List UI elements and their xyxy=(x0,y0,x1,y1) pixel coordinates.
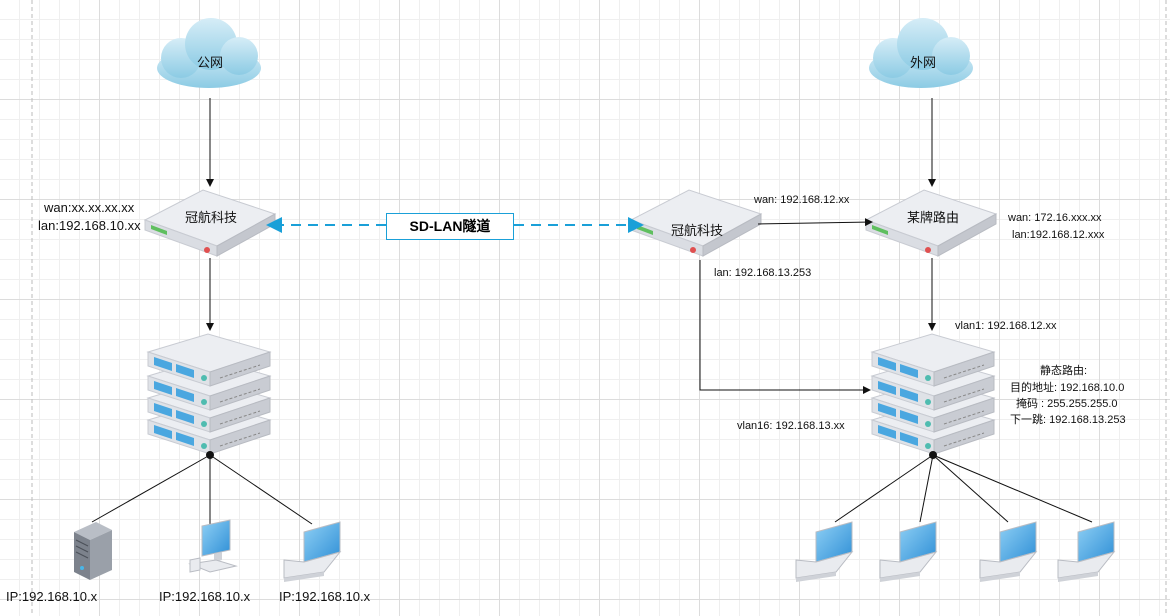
client-ip-label: IP:192.168.10.x xyxy=(6,589,98,604)
static-route-title: 静态路由: xyxy=(1040,365,1088,377)
link-middle-router-vlan16 xyxy=(699,260,871,394)
link-switch-right-client-1 xyxy=(834,454,934,523)
server-tower-icon xyxy=(74,522,112,580)
vlan1-label: vlan1: 192.168.12.xx xyxy=(955,320,1057,332)
sd-lan-tunnel-label: SD-LAN隧道 xyxy=(386,213,514,240)
router-left-wan: wan:xx.xx.xx.xx xyxy=(44,200,135,215)
laptop-icon xyxy=(795,521,853,583)
laptop-icon xyxy=(979,521,1037,583)
laptop-icon xyxy=(1057,521,1115,583)
cloud-external-label: 外网 xyxy=(910,55,937,70)
client-ip-label: IP:192.168.10.x xyxy=(279,589,371,604)
switch-left-port-dot xyxy=(206,451,214,459)
link-switch-right-client-3 xyxy=(932,454,1009,523)
static-route-next-hop: 下一跳: 192.168.13.253 xyxy=(1010,414,1126,426)
laptop-icon xyxy=(283,521,341,583)
router-middle-lan: lan: 192.168.13.253 xyxy=(714,267,812,279)
link-switch-client-1 xyxy=(91,454,211,523)
switch-right-port-dot xyxy=(929,451,937,459)
laptop-icon xyxy=(879,521,937,583)
router-right-label: 某牌路由 xyxy=(907,210,960,225)
client-ip-label: IP:192.168.10.x xyxy=(159,589,251,604)
router-right-lan: lan:192.168.12.xxx xyxy=(1012,229,1105,241)
router-middle-label: 冠航科技 xyxy=(671,223,724,238)
desktop-icon xyxy=(188,519,238,573)
router-left-label: 冠航科技 xyxy=(185,210,238,225)
router-middle-wan: wan: 192.168.12.xx xyxy=(754,194,850,206)
static-route-mask: 掩码 : 255.255.255.0 xyxy=(1016,398,1118,410)
link-switch-right-client-4 xyxy=(932,454,1093,523)
router-right-wan: wan: 172.16.xxx.xx xyxy=(1008,212,1102,224)
switch-right-icon xyxy=(871,333,995,455)
vlan16-label: vlan16: 192.168.13.xx xyxy=(737,420,845,432)
switch-left-icon xyxy=(147,333,271,455)
link-switch-right-client-2 xyxy=(919,454,934,523)
link-switch-client-3 xyxy=(209,454,313,525)
link-middle-to-right-router xyxy=(757,218,873,227)
router-left-lan: lan:192.168.10.xx xyxy=(38,218,141,233)
cloud-public-label: 公网 xyxy=(197,55,224,70)
static-route-dest: 目的地址: 192.168.10.0 xyxy=(1010,382,1125,394)
